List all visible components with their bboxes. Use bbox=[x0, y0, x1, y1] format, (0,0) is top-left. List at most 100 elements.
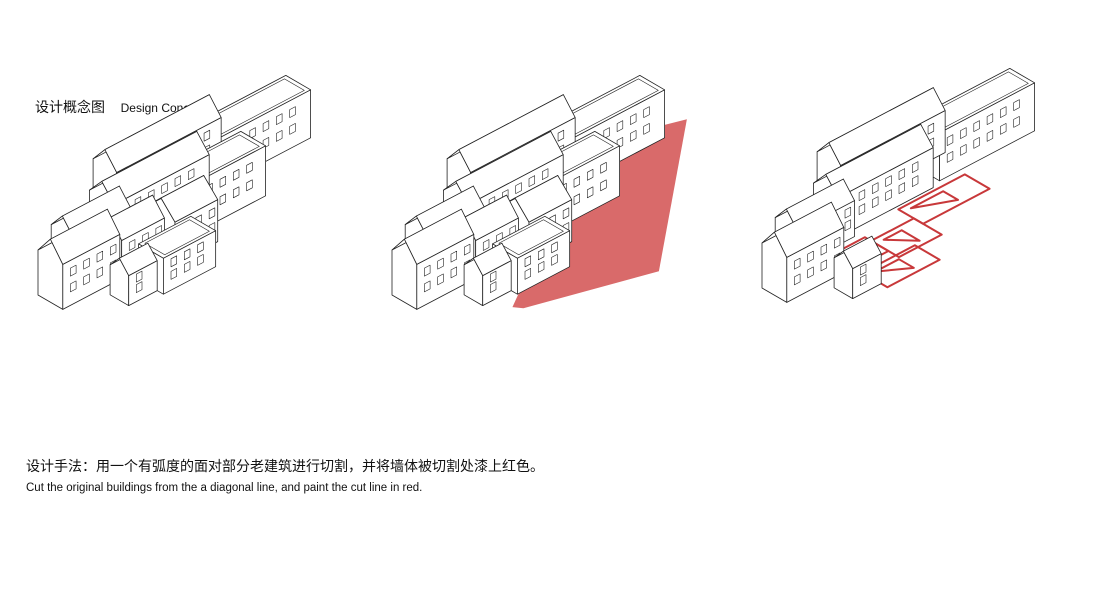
window bbox=[630, 130, 637, 142]
window bbox=[96, 266, 103, 279]
window bbox=[437, 257, 444, 270]
window bbox=[482, 239, 490, 251]
building-roof-front bbox=[455, 130, 564, 206]
window bbox=[83, 273, 90, 286]
window bbox=[807, 266, 814, 279]
building-roof-front bbox=[774, 201, 845, 258]
red-cut-wall bbox=[870, 217, 943, 259]
window bbox=[986, 130, 994, 142]
building-roof-front bbox=[825, 124, 934, 199]
window bbox=[573, 193, 581, 206]
window bbox=[885, 175, 892, 187]
window bbox=[524, 268, 532, 280]
window bbox=[807, 250, 814, 263]
building-roof-front bbox=[104, 94, 222, 173]
window bbox=[858, 189, 866, 201]
window bbox=[489, 281, 497, 293]
window bbox=[463, 243, 471, 256]
window bbox=[973, 120, 980, 132]
building-roof-front bbox=[403, 208, 475, 265]
window bbox=[450, 250, 458, 263]
building-roof-front bbox=[160, 175, 219, 223]
window bbox=[170, 255, 177, 268]
diagram-original-buildings bbox=[37, 75, 312, 310]
diagram-cutting-plane bbox=[391, 75, 687, 310]
window bbox=[188, 168, 195, 180]
window bbox=[128, 239, 136, 251]
building-roof-front bbox=[119, 242, 158, 277]
window bbox=[70, 280, 77, 293]
window bbox=[562, 207, 570, 220]
window bbox=[262, 120, 270, 132]
window bbox=[83, 257, 90, 270]
window bbox=[859, 274, 867, 286]
window bbox=[170, 268, 177, 280]
window bbox=[528, 175, 536, 187]
window bbox=[1013, 116, 1020, 128]
window bbox=[276, 113, 283, 125]
window bbox=[1000, 106, 1007, 118]
window bbox=[872, 182, 879, 194]
description-zh: 设计手法：用一个有弧度的面对部分老建筑进行切割，并将墙体被切割处漆上红色。 bbox=[26, 459, 544, 475]
window bbox=[946, 151, 954, 163]
window bbox=[203, 129, 211, 142]
window bbox=[208, 207, 216, 220]
window bbox=[136, 281, 143, 293]
window bbox=[898, 168, 906, 180]
window bbox=[184, 248, 191, 261]
window bbox=[424, 280, 431, 293]
window bbox=[246, 162, 253, 174]
window bbox=[246, 179, 253, 192]
window bbox=[524, 255, 532, 268]
window bbox=[603, 127, 610, 139]
building-courtyard-opening bbox=[144, 219, 210, 256]
diagram-cut-walls-red bbox=[761, 68, 1035, 303]
building-roof-front bbox=[101, 130, 210, 206]
window bbox=[844, 219, 852, 232]
window bbox=[858, 203, 866, 215]
window bbox=[557, 129, 565, 142]
window bbox=[233, 186, 240, 199]
window bbox=[859, 263, 867, 276]
window bbox=[515, 182, 522, 194]
window bbox=[973, 137, 980, 149]
window bbox=[794, 257, 801, 270]
title-zh: 设计概念图 bbox=[35, 99, 105, 115]
window bbox=[551, 254, 558, 266]
window bbox=[249, 127, 256, 139]
window bbox=[630, 113, 637, 125]
window bbox=[820, 259, 828, 272]
building-courtyard-opening bbox=[498, 219, 564, 256]
window bbox=[960, 144, 967, 156]
window bbox=[289, 106, 296, 118]
window bbox=[643, 106, 650, 118]
window bbox=[197, 241, 204, 254]
window bbox=[197, 254, 204, 266]
window bbox=[911, 161, 919, 173]
window bbox=[885, 189, 892, 201]
window bbox=[844, 206, 852, 219]
window bbox=[184, 261, 191, 273]
window bbox=[1000, 123, 1007, 135]
window bbox=[946, 134, 954, 146]
window bbox=[219, 193, 226, 206]
building-roof-front bbox=[458, 94, 576, 173]
window bbox=[872, 196, 879, 208]
building-roof-front bbox=[472, 242, 512, 277]
window bbox=[424, 264, 431, 277]
description-en: Cut the original buildings from the a di… bbox=[26, 482, 423, 494]
window bbox=[794, 273, 801, 286]
window bbox=[833, 236, 841, 249]
window bbox=[573, 176, 581, 188]
window bbox=[1013, 99, 1020, 111]
window bbox=[276, 130, 283, 142]
window bbox=[586, 186, 594, 199]
window bbox=[289, 123, 296, 135]
window bbox=[541, 168, 549, 180]
window bbox=[616, 120, 624, 132]
window bbox=[537, 261, 545, 273]
building-roof-front bbox=[828, 87, 946, 166]
window bbox=[96, 250, 103, 263]
window bbox=[927, 122, 935, 135]
